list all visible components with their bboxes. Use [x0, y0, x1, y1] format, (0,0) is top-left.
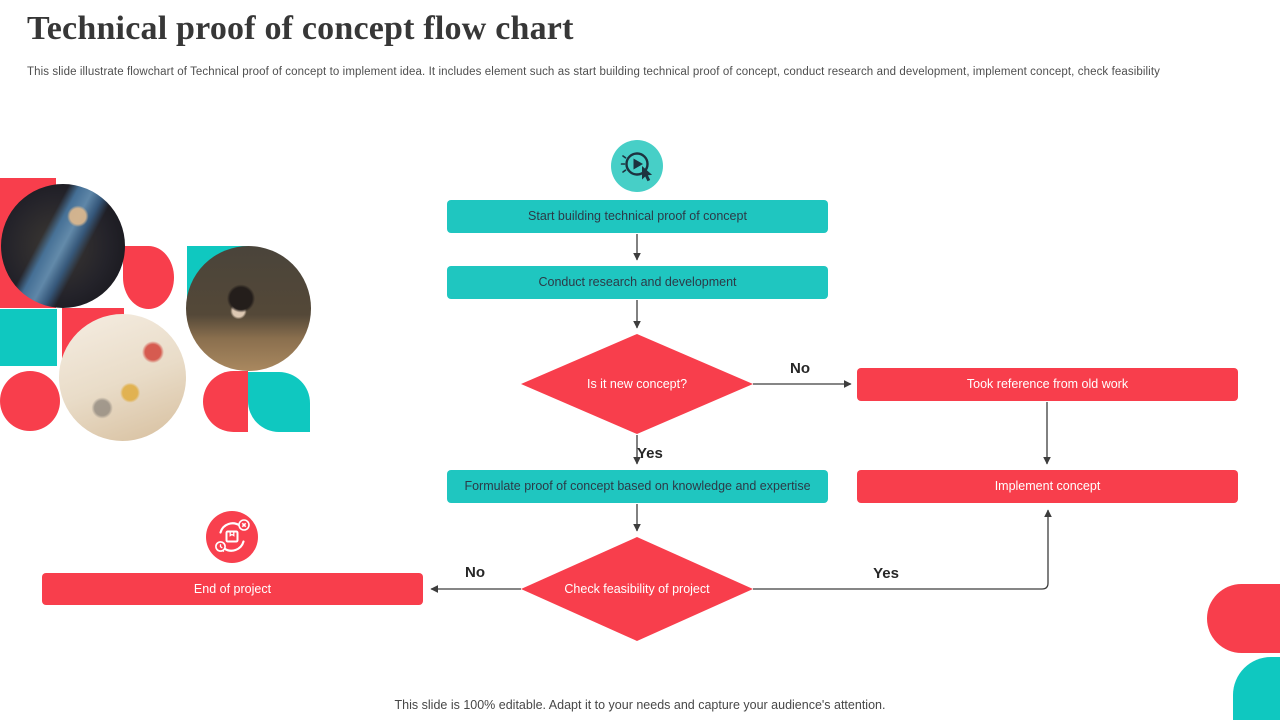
corner-red-shape [1207, 584, 1280, 653]
branch-label-yes: Yes [873, 565, 899, 582]
collage-teal-leaf [248, 372, 310, 432]
collage-red-circle [0, 371, 60, 431]
branch-label-yes: Yes [637, 445, 663, 462]
collage-red-leaf [123, 246, 174, 309]
photo-engineer-working-machine [1, 184, 125, 308]
photo-hands-electronics [59, 314, 186, 441]
project-end-icon [206, 511, 258, 563]
branch-label-no: No [465, 564, 485, 581]
collage-red-halfpill [203, 371, 248, 432]
flow-node-research: Conduct research and development [447, 266, 828, 299]
flow-node-implement: Implement concept [857, 470, 1238, 503]
editable-note: This slide is 100% editable. Adapt it to… [394, 698, 886, 712]
flow-node-formulate: Formulate proof of concept based on know… [447, 470, 828, 503]
branch-label-no: No [790, 360, 810, 377]
photo-person-at-desk [186, 246, 311, 371]
collage-teal-square [0, 309, 57, 366]
flow-decision-feasibility: Check feasibility of project [521, 537, 753, 641]
slide-description: This slide illustrate flowchart of Techn… [27, 66, 1160, 78]
flow-node-end: End of project [42, 573, 423, 605]
flow-decision-new-concept: Is it new concept? [521, 334, 753, 434]
play-click-icon [611, 140, 663, 192]
flow-node-start: Start building technical proof of concep… [447, 200, 828, 233]
page-title: Technical proof of concept flow chart [27, 10, 574, 47]
flow-node-took-reference: Took reference from old work [857, 368, 1238, 401]
